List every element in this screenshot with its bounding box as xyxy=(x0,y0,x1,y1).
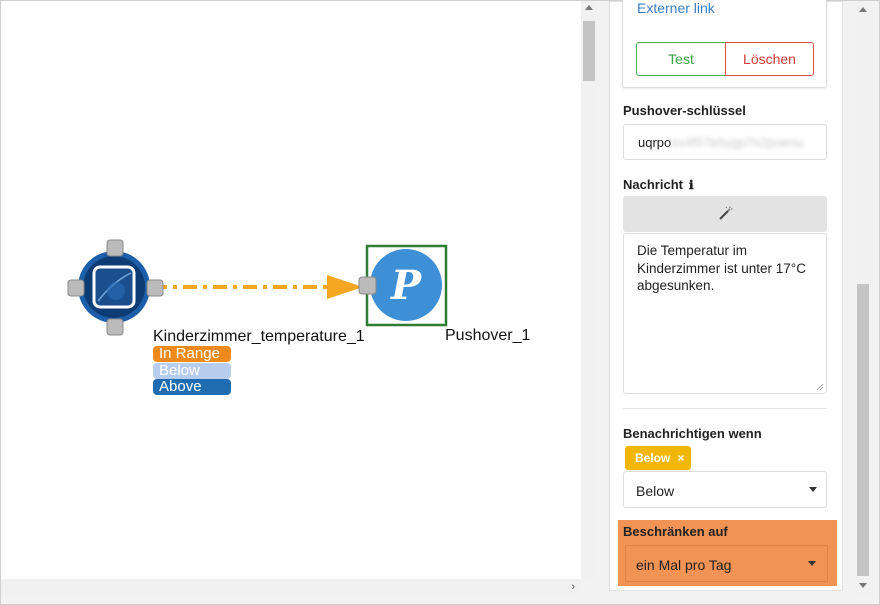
magic-wand-button[interactable] xyxy=(623,196,827,232)
notify-when-select[interactable]: Below xyxy=(623,471,827,508)
notify-select-value: Below xyxy=(636,483,675,499)
pushover-key-input[interactable]: uqrpoex4f57b5ygp7n2poenu xyxy=(623,124,827,160)
flow-canvas[interactable]: P Kinderzimmer_temperature_1 Pushover_1 … xyxy=(1,1,581,579)
notify-when-label: Benachrichtigen wenn xyxy=(623,426,762,441)
canvas-vertical-scrollbar[interactable] xyxy=(581,1,597,579)
delete-button[interactable]: Löschen xyxy=(725,42,814,76)
target-node[interactable]: P xyxy=(358,244,448,327)
resize-handle-icon[interactable] xyxy=(816,383,824,391)
restrict-section: Beschränken auf ein Mal pro Tag xyxy=(618,520,837,586)
scroll-thumb[interactable] xyxy=(583,21,595,81)
flow-graph: P xyxy=(67,239,448,336)
remove-tag-icon[interactable]: × xyxy=(677,451,685,465)
link-arrowhead xyxy=(327,275,363,299)
scroll-up-icon[interactable] xyxy=(585,5,593,10)
magic-wand-icon xyxy=(719,206,733,220)
message-text: Die Temperatur im Kinderzimmer ist unter… xyxy=(637,243,806,293)
external-link[interactable]: Externer link xyxy=(637,0,715,16)
notify-tag-label: Below xyxy=(635,451,671,465)
restrict-select[interactable]: ein Mal pro Tag xyxy=(625,545,828,582)
pushover-icon: P xyxy=(390,262,423,309)
message-textarea[interactable]: Die Temperatur im Kinderzimmer ist unter… xyxy=(623,233,827,394)
target-node-label: Pushover_1 xyxy=(445,327,531,344)
chevron-down-icon xyxy=(808,561,816,566)
badge-in-range[interactable]: In Range xyxy=(153,346,231,362)
restrict-label: Beschränken auf xyxy=(623,524,728,539)
pushover-key-blurred: ex4f57b5ygp7n2poenu xyxy=(671,135,804,150)
scroll-up-icon[interactable] xyxy=(859,7,867,12)
message-label-row: Nachricht ℹ xyxy=(623,177,694,192)
scroll-thumb[interactable] xyxy=(857,284,869,576)
message-label: Nachricht xyxy=(623,177,683,192)
info-icon[interactable]: ℹ xyxy=(688,178,694,192)
badge-above[interactable]: Above xyxy=(153,379,231,395)
scroll-down-icon[interactable] xyxy=(859,583,867,588)
pushover-key-label: Pushover-schlüssel xyxy=(623,103,746,118)
source-node-label: Kinderzimmer_temperature_1 xyxy=(153,328,365,345)
notify-tag: Below × xyxy=(625,446,691,470)
badge-below[interactable]: Below xyxy=(153,363,231,379)
pushover-key-visible: uqrpo xyxy=(638,135,672,150)
canvas-horizontal-scrollbar[interactable]: › xyxy=(1,579,581,595)
panel-vertical-scrollbar[interactable] xyxy=(855,1,871,595)
chevron-down-icon xyxy=(809,487,817,492)
test-button[interactable]: Test xyxy=(636,42,726,76)
scroll-right-icon[interactable]: › xyxy=(571,581,575,593)
source-node[interactable] xyxy=(67,239,164,336)
section-divider xyxy=(623,408,827,409)
restrict-select-value: ein Mal pro Tag xyxy=(636,557,732,573)
